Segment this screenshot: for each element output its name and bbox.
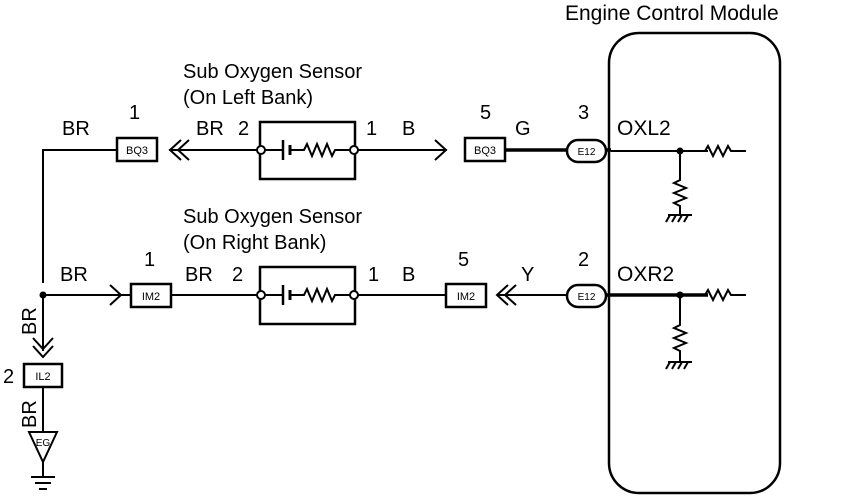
connector-bq3-left-label: BQ3 [126,145,148,157]
im2-left-pin: 1 [144,249,155,271]
ecm-terminal-oxr2: OXR2 [617,263,674,286]
wire-label-vertical-upper: BR [19,307,41,335]
wire-label-top-to-ecm: G [515,118,531,140]
left-sensor-wire-out: B [402,118,415,140]
top-wires [42,148,708,283]
ground-icon-ecm-bottom [665,361,692,370]
connector-bq3-left: BQ3 [115,136,159,163]
left-sensor-pin-in: 2 [238,118,249,140]
left-sensor-pin-out: 1 [366,118,377,140]
arrow-icon-bq3-left [168,139,190,161]
e12-bottom-pin: 2 [578,249,589,271]
arrow-icon-im2-left [109,284,123,306]
right-sensor-wire-in: BR [185,264,213,286]
il2-pin: 2 [3,366,14,388]
wire-label-vertical-lower: BR [19,400,41,428]
ecm-internal-circuit-bottom [665,287,746,370]
im2-right-pin: 5 [458,249,469,271]
wire-label-top-left: BR [62,118,90,140]
left-sensor-wire-in: BR [196,118,224,140]
right-sensor-title: Sub Oxygen Sensor [183,206,362,228]
connector-bq3-right: BQ3 [463,136,507,163]
e12-top-pin: 3 [578,102,589,124]
connector-e12-bottom-label: E12 [578,292,596,303]
connector-im2-right: IM2 [444,282,488,309]
left-sensor-location: (On Left Bank) [183,87,313,109]
right-sensor-pin-out: 1 [368,264,379,286]
right-sensor-location: (On Right Bank) [183,232,326,254]
ecm-box [607,31,782,495]
ecm-title: Engine Control Module [565,2,779,25]
wire-label-bottom-left: BR [60,264,88,286]
left-sensor-title: Sub Oxygen Sensor [183,61,362,83]
arrow-icon-im2-right [495,284,517,306]
ground-point-eg-label: EG [36,438,51,449]
right-sensor-pin-in: 2 [232,264,243,286]
connector-e12-top-label: E12 [578,147,596,158]
connector-im2-left-label: IM2 [142,291,160,303]
right-sensor-wire-out: B [402,264,415,286]
connector-e12-top: E12 [565,138,608,164]
arrow-icon-bq3-right [434,139,448,161]
bq3-right-pin: 5 [480,102,491,124]
ground-icon-ecm-top [665,214,692,223]
connector-im2-left: IM2 [129,282,173,309]
arrow-icon-down-il2 [32,337,54,359]
ground-icon-eg [31,476,55,490]
wire-label-bottom-to-ecm: Y [521,264,534,286]
ground-point-eg: EG [27,431,59,490]
connector-il2: IL2 [22,362,64,389]
connector-il2-label: IL2 [35,371,50,383]
connector-bq3-right-label: BQ3 [474,145,496,157]
ecm-internal-circuit-top [665,143,746,223]
left-oxygen-sensor [256,120,359,181]
connector-im2-right-label: IM2 [457,291,475,303]
bq3-left-pin: 1 [129,102,140,124]
connector-e12-bottom: E12 [565,283,608,309]
ecm-terminal-oxl2: OXL2 [617,117,671,140]
right-oxygen-sensor [256,265,359,326]
